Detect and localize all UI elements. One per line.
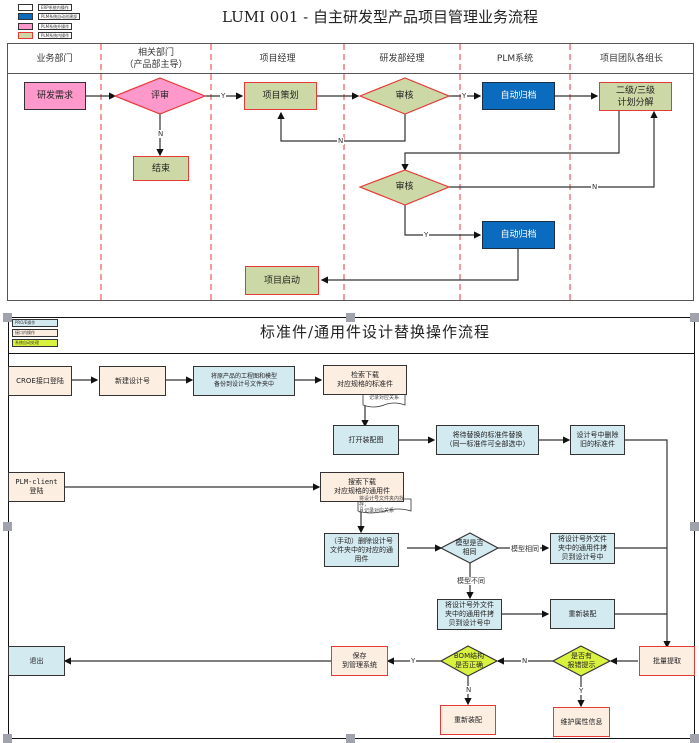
lane-header-pm: 项目经理 <box>259 54 296 64</box>
audit1-diamond <box>358 77 451 115</box>
edge-audit2-breakdown-no <box>449 110 658 188</box>
search-std-node[interactable]: 检索下载 对应规格的标准件 <box>323 365 407 395</box>
title-underline <box>9 353 695 354</box>
project-plan-node[interactable]: 项目策划 <box>244 82 317 110</box>
resize-handle[interactable] <box>346 313 355 322</box>
lane-dividers <box>100 44 571 300</box>
maintain-attr-node[interactable]: 维护属性信息 <box>553 707 610 737</box>
legend-label: PLM系统自动创建部 <box>38 13 81 20</box>
resize-handle[interactable] <box>690 522 699 531</box>
save-to-system-node[interactable]: 保存 到管理系统 <box>331 646 388 676</box>
edge-audit2-archive-yes <box>404 205 482 239</box>
legend-label: PLM系统外操作 <box>38 23 73 30</box>
legend-swatch <box>18 13 33 20</box>
review-diamond <box>113 77 207 115</box>
edge-label-audit2-yes: Y <box>423 231 430 239</box>
note-common-shape <box>357 498 412 514</box>
header-divider <box>7 73 694 74</box>
rd-demand-node[interactable]: 研发需求 <box>24 82 86 110</box>
lane-header-team-leads: 项目团队各组长 <box>599 54 663 64</box>
edge-label-review-no: N <box>157 130 165 138</box>
bom-correct-diamond <box>439 645 499 677</box>
backup-node[interactable]: 将原产品的工程图和模型 备份到设计号文件夹中 <box>193 366 295 396</box>
replace-std-node[interactable]: 将待替换的标准件替换 （同一标准件可全部选中） <box>436 425 539 455</box>
auto-archive1-node[interactable]: 自动归档 <box>482 82 555 110</box>
exit-node[interactable]: 退出 <box>8 646 65 676</box>
resize-handle[interactable] <box>346 734 355 743</box>
plm-client-login-node[interactable]: PLM-client 登陆 <box>8 472 65 502</box>
edge-label-bom-yes: Y <box>410 657 417 665</box>
audit2-diamond <box>358 169 451 206</box>
copy-common-b-node[interactable]: 将设计号外文件 夹中的通用件拷 贝到设计号中 <box>437 599 502 630</box>
legend-swatch <box>18 32 33 39</box>
reassemble2-node[interactable]: 重新装配 <box>440 705 496 735</box>
search-common-node[interactable]: 搜索下载 对应规格的通用件 <box>320 472 404 502</box>
edge-breakdown-audit2 <box>401 111 620 172</box>
project-start-node[interactable]: 项目启动 <box>245 266 319 295</box>
lane-header-business: 业务部门 <box>36 54 73 64</box>
edge-delete-batch <box>625 439 671 649</box>
legend-swatch <box>18 23 33 30</box>
copy-common-a-node[interactable]: 将设计号外文件 夹中的通用件拷 贝到设计号中 <box>550 533 615 564</box>
legend-label: PLM系统内操作 <box>38 32 73 39</box>
edge-label-error-no: N <box>521 657 529 665</box>
lane-header-plm: PLM系统 <box>496 54 534 64</box>
auto-archive2-node[interactable]: 自动归档 <box>482 221 555 249</box>
new-design-no-node[interactable]: 新建设计号 <box>99 366 166 396</box>
reassemble1-node[interactable]: 重新装配 <box>550 599 615 629</box>
delete-old-std-node[interactable]: 设计号中删除 旧的标准件 <box>570 425 625 455</box>
edge-label-audit2-no: N <box>591 183 599 191</box>
batch-extract-node[interactable]: 批量提取 <box>639 646 695 676</box>
resize-handle[interactable] <box>3 734 12 743</box>
legend-label: 接口内操作 <box>12 329 58 337</box>
has-error-diamond <box>551 645 612 677</box>
lane-header-rd-manager: 研发部经理 <box>379 54 425 64</box>
diagram-1-title: LUMI 001 - 自主研发型产品项目管理业务流程 <box>221 8 539 26</box>
edge-archive-start <box>320 249 519 284</box>
edge-label-error-yes: Y <box>578 687 585 695</box>
edge-label-audit1-no: N <box>337 137 345 145</box>
diagram-2-title: 标准件/通用件设计替换操作流程 <box>259 323 491 341</box>
end-node[interactable]: 结束 <box>133 156 189 181</box>
legend-label: 系统自动处理 <box>12 339 58 347</box>
lane-header-related: 相关部门 （产品部主导） <box>124 48 188 70</box>
edge-label-model-same: 模型相同 <box>510 545 540 553</box>
resize-handle[interactable] <box>690 313 699 322</box>
edge-label-review-yes: Y <box>220 92 227 100</box>
edge-label-model-diff: 模型不同 <box>456 577 486 585</box>
resize-handle[interactable] <box>3 313 12 322</box>
legend-label: PRO/E操作 <box>12 319 58 327</box>
legend-label: ERP系统内操作 <box>38 4 72 11</box>
croe-login-node[interactable]: CROE接口登陆 <box>8 366 72 396</box>
legend-swatch <box>18 4 33 11</box>
edge-label-bom-no: N <box>465 686 473 694</box>
resize-handle[interactable] <box>690 734 699 743</box>
plan-breakdown-node[interactable]: 二级/三级 计划分解 <box>599 82 672 111</box>
note-std-shape <box>362 392 406 408</box>
manual-delete-node[interactable]: （手动）删除设计号 文件夹中的对应的通 用件 <box>324 533 399 567</box>
swimlane-frame <box>7 43 694 301</box>
open-assembly-node[interactable]: 打开装配图 <box>333 425 399 455</box>
resize-handle[interactable] <box>3 522 12 531</box>
edge-label-audit1-yes: Y <box>461 92 468 100</box>
model-same-diamond <box>439 532 500 564</box>
